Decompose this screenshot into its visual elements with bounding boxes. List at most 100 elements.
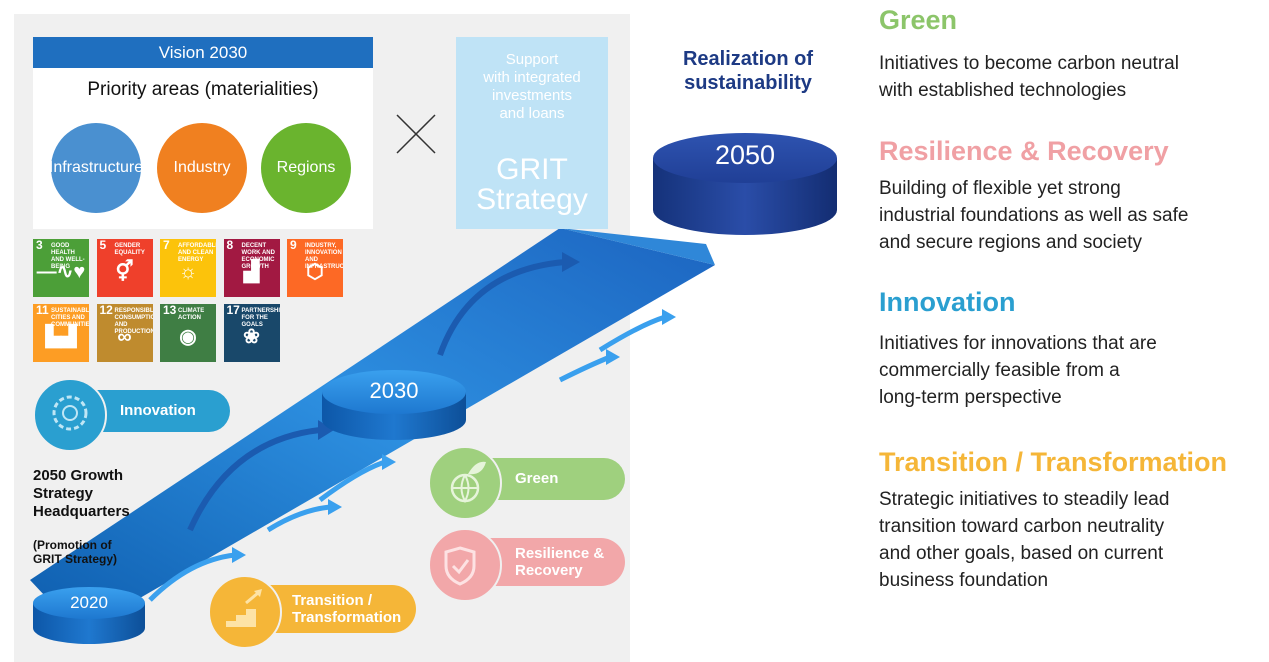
transition-desc-4: business foundation xyxy=(879,570,1049,591)
curve-arrow xyxy=(318,459,386,503)
curve-arrow xyxy=(437,259,566,356)
resilience-line-1: Resilience & xyxy=(515,545,605,562)
green-heading: Green xyxy=(879,5,958,35)
innovation-desc-3: long-term perspective xyxy=(879,387,1062,408)
disc-2050 xyxy=(653,133,837,235)
resilience-heading: Resilience & Recovery xyxy=(879,136,1169,166)
sdg-tile: 5 GENDER EQUALITY ⚥ xyxy=(96,239,153,297)
resilience-desc-1: Building of flexible yet strong xyxy=(879,178,1121,199)
innovation-description: Initiatives for innovations that are com… xyxy=(879,330,1259,411)
hq-sub-1: (Promotion of xyxy=(33,538,112,552)
grit-big-2: Strategy xyxy=(476,183,588,216)
sdg-tile: 3 GOOD HEALTH AND WELL-BEING—∿♥ xyxy=(33,239,89,297)
regions-label: Regions xyxy=(276,159,336,176)
curve-arrow xyxy=(598,314,666,353)
gear-bulb-icon xyxy=(33,378,107,452)
stairs-arrow-icon xyxy=(208,575,282,649)
grit-strategy-title: GRIT Strategy xyxy=(456,155,608,215)
realization-of-sustainability: Realization of sustainability xyxy=(656,47,840,95)
growth-strategy-hq: 2050 Growth Strategy Headquarters xyxy=(33,467,130,521)
resilience-line-2: Recovery xyxy=(515,562,583,579)
sdg-goal-icon: ▙▟ xyxy=(45,326,77,348)
green-line-1: Initiatives to become carbon neutral xyxy=(879,53,1179,74)
infrastructure-circle: Infrastructure xyxy=(48,123,144,213)
sdg-label: INDUSTRY, INNOVATION AND INFRASTRUCTURE xyxy=(305,243,343,270)
curve-arrow xyxy=(266,504,331,533)
sdg-label: DECENT WORK AND ECONOMIC GROWTH xyxy=(241,243,275,270)
transition-line-2: Transformation xyxy=(292,609,402,626)
sdg-goal-icon: ∞ xyxy=(117,326,132,348)
industry-label: Industry xyxy=(173,159,231,176)
hq-line-3: Headquarters xyxy=(33,503,130,520)
sdg-number: 13 xyxy=(163,304,177,317)
sdg-number: 17 xyxy=(226,304,240,317)
grit-support-text: Support with integrated investments and … xyxy=(456,51,608,123)
transition-line-1: Transition / xyxy=(292,592,373,609)
regions-circle: Regions xyxy=(261,123,351,213)
sdg-goal-icon: —∿♥ xyxy=(36,261,86,283)
infrastructure-label: Infrastructure xyxy=(48,159,144,176)
hq-line-1: 2050 Growth xyxy=(33,467,124,484)
grit-big-1: GRIT xyxy=(496,153,568,186)
sdg-goal-icon: ⚥ xyxy=(115,261,134,283)
sdg-label: GENDER EQUALITY xyxy=(114,243,145,256)
transition-pill-label: Transition / Transformation xyxy=(292,592,401,626)
sdg-number: 9 xyxy=(290,239,297,252)
sdg-number: 7 xyxy=(163,239,170,252)
transition-desc-2: transition toward carbon neutrality xyxy=(879,516,1165,537)
sdg-tile: 9 INDUSTRY, INNOVATION AND INFRASTRUCTURE… xyxy=(287,239,343,297)
sdg-label: PARTNERSHIPS FOR THE GOALS xyxy=(241,308,280,328)
resilience-pill-label: Resilience & Recovery xyxy=(515,545,604,579)
sdg-label: GOOD HEALTH AND WELL-BEING xyxy=(51,243,85,270)
globe-leaf-icon xyxy=(428,446,502,520)
vision-header: Vision 2030 xyxy=(33,37,373,68)
sdg-number: 12 xyxy=(99,304,113,317)
sdg-goal-icon: ◉ xyxy=(179,326,197,348)
curve-arrow xyxy=(148,552,236,602)
green-description: Initiatives to become carbon neutral wit… xyxy=(879,50,1259,104)
priority-areas-title: Priority areas (materialities) xyxy=(87,79,319,100)
realization-line-1: Realization of xyxy=(682,48,813,70)
green-line-2: with established technologies xyxy=(879,80,1127,101)
transition-desc-1: Strategic initiatives to steadily lead xyxy=(879,489,1170,510)
resilience-description: Building of flexible yet strong industri… xyxy=(879,175,1259,256)
sdg-goal-icon: ▟ xyxy=(243,261,260,283)
sdg-tile: 11SUSTAINABLE CITIES AND COMMUNITIES▙▟ xyxy=(33,304,89,362)
shield-check-icon xyxy=(428,528,502,602)
multiply-icon xyxy=(396,114,436,154)
grit-line-3: investments xyxy=(491,87,573,104)
disc-2030-label: 2030 xyxy=(369,378,419,403)
green-pill-label: Green xyxy=(515,470,559,487)
grit-promotion-note: (Promotion of GRIT Strategy) xyxy=(33,538,117,566)
resilience-desc-3: and secure regions and society xyxy=(879,232,1142,253)
transition-description: Strategic initiatives to steadily lead t… xyxy=(879,486,1259,594)
grit-line-1: Support xyxy=(505,51,559,68)
vision-2030-box: Vision 2030 Priority areas (materialitie… xyxy=(33,37,373,229)
sdg-number: 5 xyxy=(99,239,107,252)
sdg-tile: 8 DECENT WORK AND ECONOMIC GROWTH▟ xyxy=(223,239,280,297)
sdg-tile: 17PARTNERSHIPS FOR THE GOALS❀ xyxy=(223,304,280,362)
resilience-desc-2: industrial foundations as well as safe xyxy=(879,205,1189,226)
sdg-label: CLIMATE ACTION xyxy=(178,308,205,321)
sdg-number: 8 xyxy=(226,239,234,252)
curve-arrow xyxy=(187,427,321,532)
grit-line-2: with integrated xyxy=(483,69,581,86)
sdg-number: 3 xyxy=(36,239,43,252)
disc-2020 xyxy=(33,587,145,644)
sdg-goal-icon: ❀ xyxy=(243,326,260,348)
sdg-label: AFFORDABLE AND CLEAN ENERGY xyxy=(178,243,216,263)
innovation-pill-label: Innovation xyxy=(120,402,196,419)
innovation-desc-1: Initiatives for innovations that are xyxy=(879,333,1157,354)
industry-circle: Industry xyxy=(157,123,247,213)
innovation-heading: Innovation xyxy=(879,287,1016,317)
sdg-tile: 12RESPONSIBLE CONSUMPTION AND PRODUCTION… xyxy=(96,304,153,362)
realization-line-2: sustainability xyxy=(684,72,812,94)
curve-arrow xyxy=(558,354,611,383)
sdg-label: RESPONSIBLE CONSUMPTION AND PRODUCTION xyxy=(114,308,153,335)
sdg-label: SUSTAINABLE CITIES AND COMMUNITIES xyxy=(51,308,89,328)
hq-sub-2: GRIT Strategy) xyxy=(33,552,118,566)
sdg-goal-icon: ⬡ xyxy=(306,261,324,283)
